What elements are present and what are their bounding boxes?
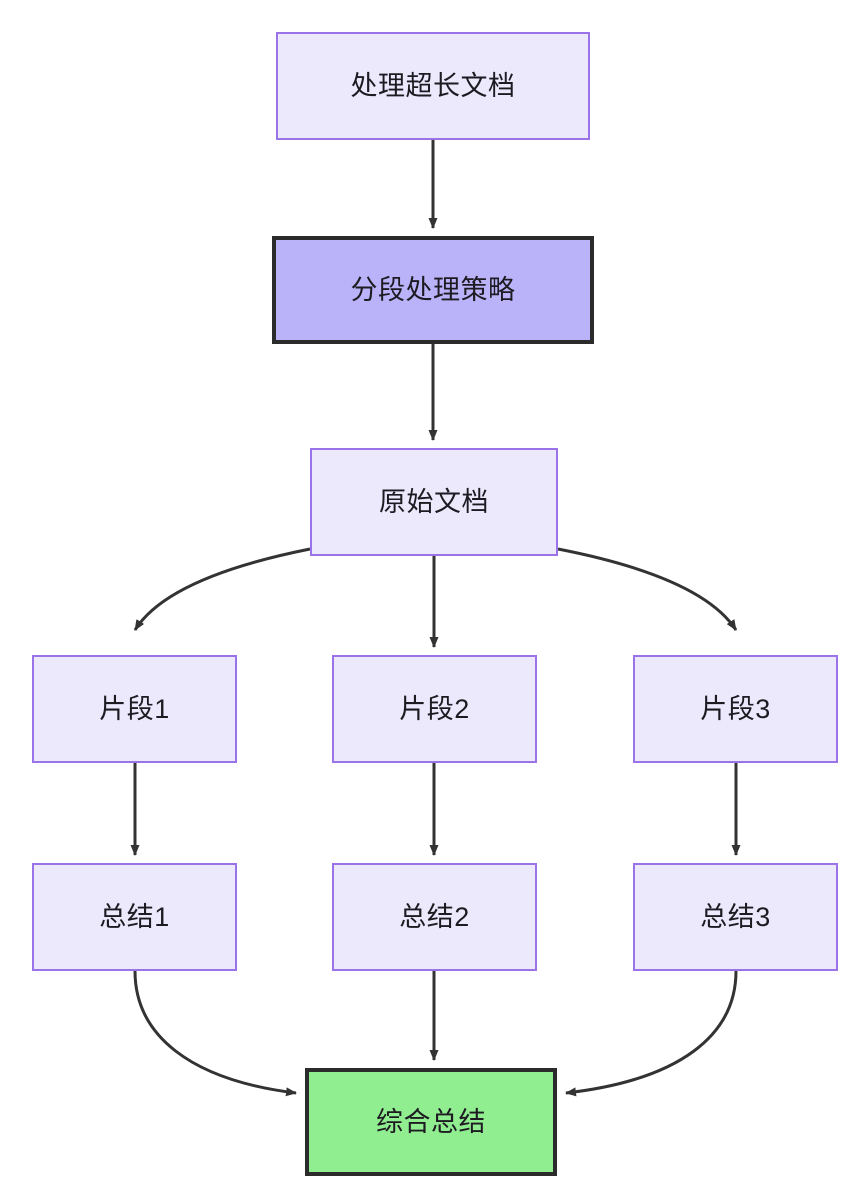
flow-node-label: 处理超长文档 [350, 70, 516, 101]
flow-node-n1[interactable]: 处理超长文档 [276, 32, 590, 140]
flow-node-n2[interactable]: 分段处理策略 [272, 236, 594, 344]
flow-edge-n3-to-n6 [557, 547, 738, 631]
flow-edge-n9-to-n10 [565, 970, 738, 1097]
flow-node-label: 总结1 [99, 901, 170, 932]
flow-node-n9[interactable]: 总结3 [633, 863, 838, 971]
flow-node-label: 总结2 [399, 901, 470, 932]
flow-edge-n3-to-n4 [133, 547, 311, 631]
flow-node-label: 片段3 [700, 693, 771, 724]
flow-node-label: 分段处理策略 [350, 274, 516, 305]
flow-node-label: 总结3 [700, 901, 771, 932]
flow-node-label: 片段1 [99, 693, 170, 724]
flow-node-label: 原始文档 [379, 486, 489, 517]
flow-node-n6[interactable]: 片段3 [633, 655, 838, 763]
flow-node-n3[interactable]: 原始文档 [310, 448, 558, 556]
flow-node-label: 片段2 [399, 693, 470, 724]
flow-node-label: 综合总结 [376, 1106, 486, 1137]
flow-node-n4[interactable]: 片段1 [32, 655, 237, 763]
flow-node-n10[interactable]: 综合总结 [305, 1068, 557, 1176]
flow-node-n5[interactable]: 片段2 [332, 655, 537, 763]
flow-edge-n7-to-n10 [133, 970, 297, 1097]
flow-node-n8[interactable]: 总结2 [332, 863, 537, 971]
flow-node-n7[interactable]: 总结1 [32, 863, 237, 971]
